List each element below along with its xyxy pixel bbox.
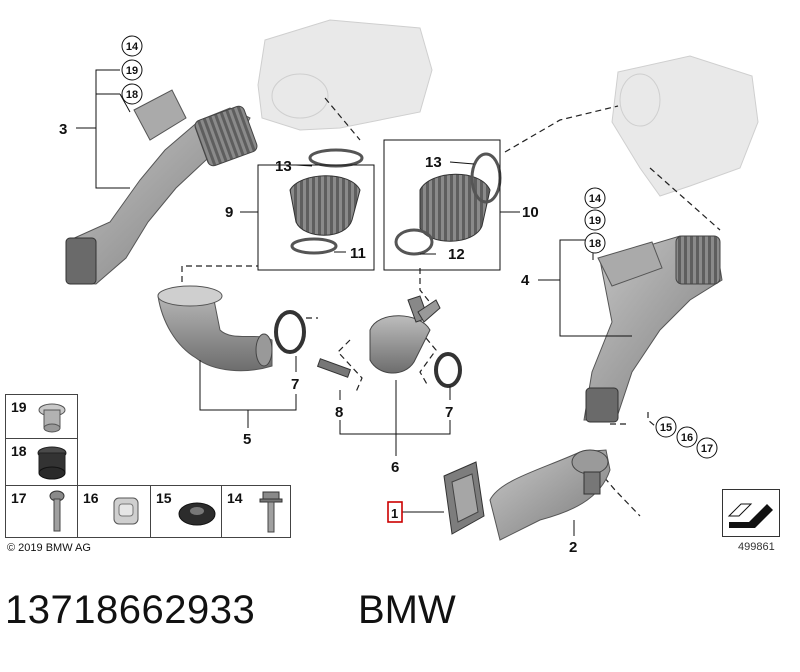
connector-part-6: [369, 295, 441, 374]
copyright-text: © 2019 BMW AG: [7, 542, 91, 554]
legend-cell-17: 17: [5, 485, 78, 538]
callout-13a: 13: [275, 158, 292, 175]
callout-9: 9: [225, 204, 233, 221]
legend-cell-19: 19: [5, 394, 78, 439]
o-ring-right: [434, 352, 462, 388]
callout-11: 11: [350, 245, 366, 262]
direction-arrow-icon: [727, 503, 773, 528]
grommet-icon: [38, 403, 66, 433]
callout-7b: 7: [445, 404, 453, 421]
part-number: 13718662933: [5, 588, 256, 632]
brand-name: BMW: [358, 588, 456, 632]
screw-icon: [49, 490, 65, 532]
callout-8: 8: [335, 404, 343, 421]
legend-cell-15: 15: [150, 485, 222, 538]
callout-6: 6: [391, 459, 399, 476]
callout-4: 4: [521, 272, 530, 289]
callout-2: 2: [569, 539, 577, 556]
callout-circle-17: [696, 437, 718, 459]
callout-10: 10: [522, 204, 539, 221]
callout-19b: 19: [589, 215, 601, 227]
callout-18a: 18: [126, 89, 138, 101]
intake-duct-left: [65, 89, 258, 285]
callout-17: 17: [701, 443, 713, 455]
callout-circle-14b: [584, 187, 606, 209]
callout-19a: 19: [126, 65, 138, 77]
callout-7a: 7: [291, 376, 299, 393]
callout-circle-19b: [584, 209, 606, 231]
air-filter-housing-left: [257, 19, 433, 131]
clip-nut-icon: [113, 497, 139, 525]
callout-circle-16: [676, 426, 698, 448]
legend-num-17: 17: [11, 490, 27, 506]
legend-cell-18: 18: [5, 438, 78, 486]
callout-14a: 14: [126, 41, 139, 53]
elbow-pipe: [157, 285, 273, 372]
callout-5: 5: [243, 431, 251, 448]
callout-15: 15: [660, 422, 672, 434]
hose-part-9: [289, 148, 364, 255]
callout-13b: 13: [425, 154, 442, 171]
o-ring-left: [274, 310, 306, 354]
callout-circle-18a: [121, 83, 143, 105]
bolt-icon: [259, 491, 283, 533]
small-parts-legend: 19 18 17 16 15 1: [5, 394, 291, 542]
air-filter-housing-right: [611, 55, 759, 197]
cover-plate-part-1: [443, 461, 485, 535]
callout-16: 16: [681, 432, 693, 444]
diagram-number: 499861: [738, 541, 775, 553]
legend-num-19: 19: [11, 399, 27, 415]
legend-num-18: 18: [11, 443, 27, 459]
callout-circle-18b: [584, 232, 606, 254]
intake-duct-right: [583, 235, 723, 423]
legend-num-15: 15: [156, 490, 172, 506]
legend-cell-14: 14: [221, 485, 291, 538]
highlight-box: [387, 501, 403, 523]
rubber-mount-icon: [37, 446, 67, 480]
callout-1: 1: [391, 506, 398, 521]
callout-circle-19a: [121, 59, 143, 81]
lower-duct: [489, 449, 611, 541]
callout-12: 12: [448, 246, 465, 263]
callout-3: 3: [59, 121, 67, 138]
callout-14b: 14: [589, 193, 602, 205]
callout-18b: 18: [589, 238, 601, 250]
orientation-arrow-box: [722, 489, 780, 537]
legend-cell-16: 16: [77, 485, 151, 538]
connection-lines: [181, 97, 721, 517]
callout-circle-15: [655, 416, 677, 438]
legend-num-14: 14: [227, 490, 243, 506]
callout-circle-14a: [121, 35, 143, 57]
rubber-grommet-icon: [178, 502, 216, 526]
temperature-sensor: [316, 358, 352, 378]
hose-part-10: [394, 152, 502, 256]
legend-num-16: 16: [83, 490, 99, 506]
